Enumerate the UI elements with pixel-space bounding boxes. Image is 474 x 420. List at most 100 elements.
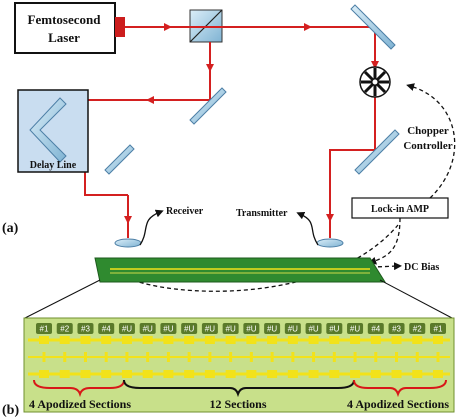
section-pad: [59, 370, 70, 378]
section-pad: [267, 370, 278, 378]
section-tag: #1: [434, 325, 443, 334]
waveguide-board: [94, 257, 386, 283]
section-center-stub: [63, 352, 67, 362]
mirrors: [104, 4, 400, 175]
section-pad: [329, 370, 340, 378]
section-tag-bg: [409, 323, 426, 334]
section-pad: [142, 370, 153, 378]
zoom-panel: #1#2#3#4#U#U#U#U#U#U#U#U#U#U#U#U#4#3#2#1: [23, 317, 455, 413]
section-tag: #1: [40, 325, 49, 334]
section-tag: #U: [143, 325, 153, 334]
laser-box: Femtosecond Laser: [14, 2, 125, 54]
section-pad: [39, 336, 49, 344]
section-center-stub: [415, 352, 419, 362]
beam-paths: [61, 23, 379, 238]
section-pad: [101, 370, 112, 378]
section-pad: [59, 336, 70, 344]
section-pad: [101, 336, 112, 344]
section-tag-bg: [201, 323, 218, 334]
section-pad: [412, 370, 423, 378]
receiver-label: Receiver: [166, 206, 204, 217]
section-center-stub: [208, 352, 212, 362]
lockin-to-board-link: [368, 217, 401, 265]
section-center-stub: [166, 352, 170, 362]
section-pad: [204, 370, 215, 378]
section-pad: [350, 370, 361, 378]
brace-middle: [123, 379, 355, 398]
laser-label-line2: Laser: [48, 30, 80, 45]
transmitter-label: Transmitter: [236, 208, 288, 219]
section-pad: [308, 370, 319, 378]
mirror-right-lower: [354, 129, 400, 175]
section-center-stub: [312, 352, 316, 362]
section-center-stub: [291, 352, 295, 362]
section-tag-bg: [326, 323, 343, 334]
section-tag: #3: [392, 325, 401, 334]
section-tag: #4: [102, 325, 111, 334]
section-center-stub: [42, 352, 46, 362]
section-pad: [287, 370, 298, 378]
section-pad: [204, 336, 215, 344]
section-tag-bg: [181, 323, 198, 334]
section-tag: #U: [226, 325, 236, 334]
section-tag: #U: [205, 325, 215, 334]
section-center-stub: [374, 352, 378, 362]
section-pad: [225, 336, 236, 344]
section-center-stub: [395, 352, 399, 362]
mirror-left-lower: [104, 144, 135, 175]
chopper-wheel: [359, 66, 391, 98]
section-tag: #U: [184, 325, 194, 334]
lockin-label: Lock-in AMP: [371, 204, 429, 215]
section-pad: [308, 336, 319, 344]
section-pad: [80, 336, 91, 344]
section-pad: [246, 370, 257, 378]
laser-label-line1: Femtosecond: [28, 12, 102, 27]
section-center-stub: [270, 352, 274, 362]
section-pad: [287, 336, 298, 344]
section-tag-bg: [160, 323, 177, 334]
section-center-stub: [83, 352, 87, 362]
section-braces: [33, 379, 447, 398]
dc-bias-label: DC Bias: [404, 262, 439, 273]
lockin-amp-box: Lock-in AMP: [351, 197, 449, 219]
section-pad: [433, 370, 443, 378]
section-tag-bg: [284, 323, 301, 334]
section-tag-bg: [139, 323, 156, 334]
brace-right: [353, 379, 447, 398]
section-tag-bg: [367, 323, 384, 334]
section-stubs: [39, 336, 443, 378]
section-tag-bg: [430, 323, 446, 334]
section-pad: [163, 370, 174, 378]
right-sections-label: 4 Apodized Sections: [347, 397, 449, 411]
section-pad: [350, 336, 361, 344]
section-pad: [391, 336, 402, 344]
section-tag: #U: [246, 325, 256, 334]
section-tag: #U: [267, 325, 277, 334]
section-tags: #1#2#3#4#U#U#U#U#U#U#U#U#U#U#U#U#4#3#2#1: [36, 323, 446, 334]
section-pad: [39, 370, 49, 378]
section-tag-bg: [222, 323, 239, 334]
section-tag: #U: [308, 325, 318, 334]
receiver-to-lockin-link: [119, 224, 399, 292]
section-pad: [121, 336, 132, 344]
section-tag-bg: [77, 323, 94, 334]
section-tag: #4: [371, 325, 380, 334]
panel-b-label: (b): [2, 403, 19, 418]
section-pad: [370, 370, 381, 378]
section-center-stub: [436, 352, 440, 362]
chopper-label-line2: Controller: [403, 140, 452, 152]
section-center-stub: [146, 352, 150, 362]
lenses: [114, 238, 344, 248]
section-pad: [142, 336, 153, 344]
mirror-mid: [189, 87, 227, 125]
section-pad: [225, 370, 236, 378]
section-tag: #U: [288, 325, 298, 334]
section-center-stub: [353, 352, 357, 362]
zoom-lines: [24, 279, 453, 319]
section-tag-bg: [36, 323, 52, 334]
section-pad: [329, 336, 340, 344]
section-tag-bg: [98, 323, 115, 334]
section-tag: #U: [163, 325, 173, 334]
section-pad: [121, 370, 132, 378]
